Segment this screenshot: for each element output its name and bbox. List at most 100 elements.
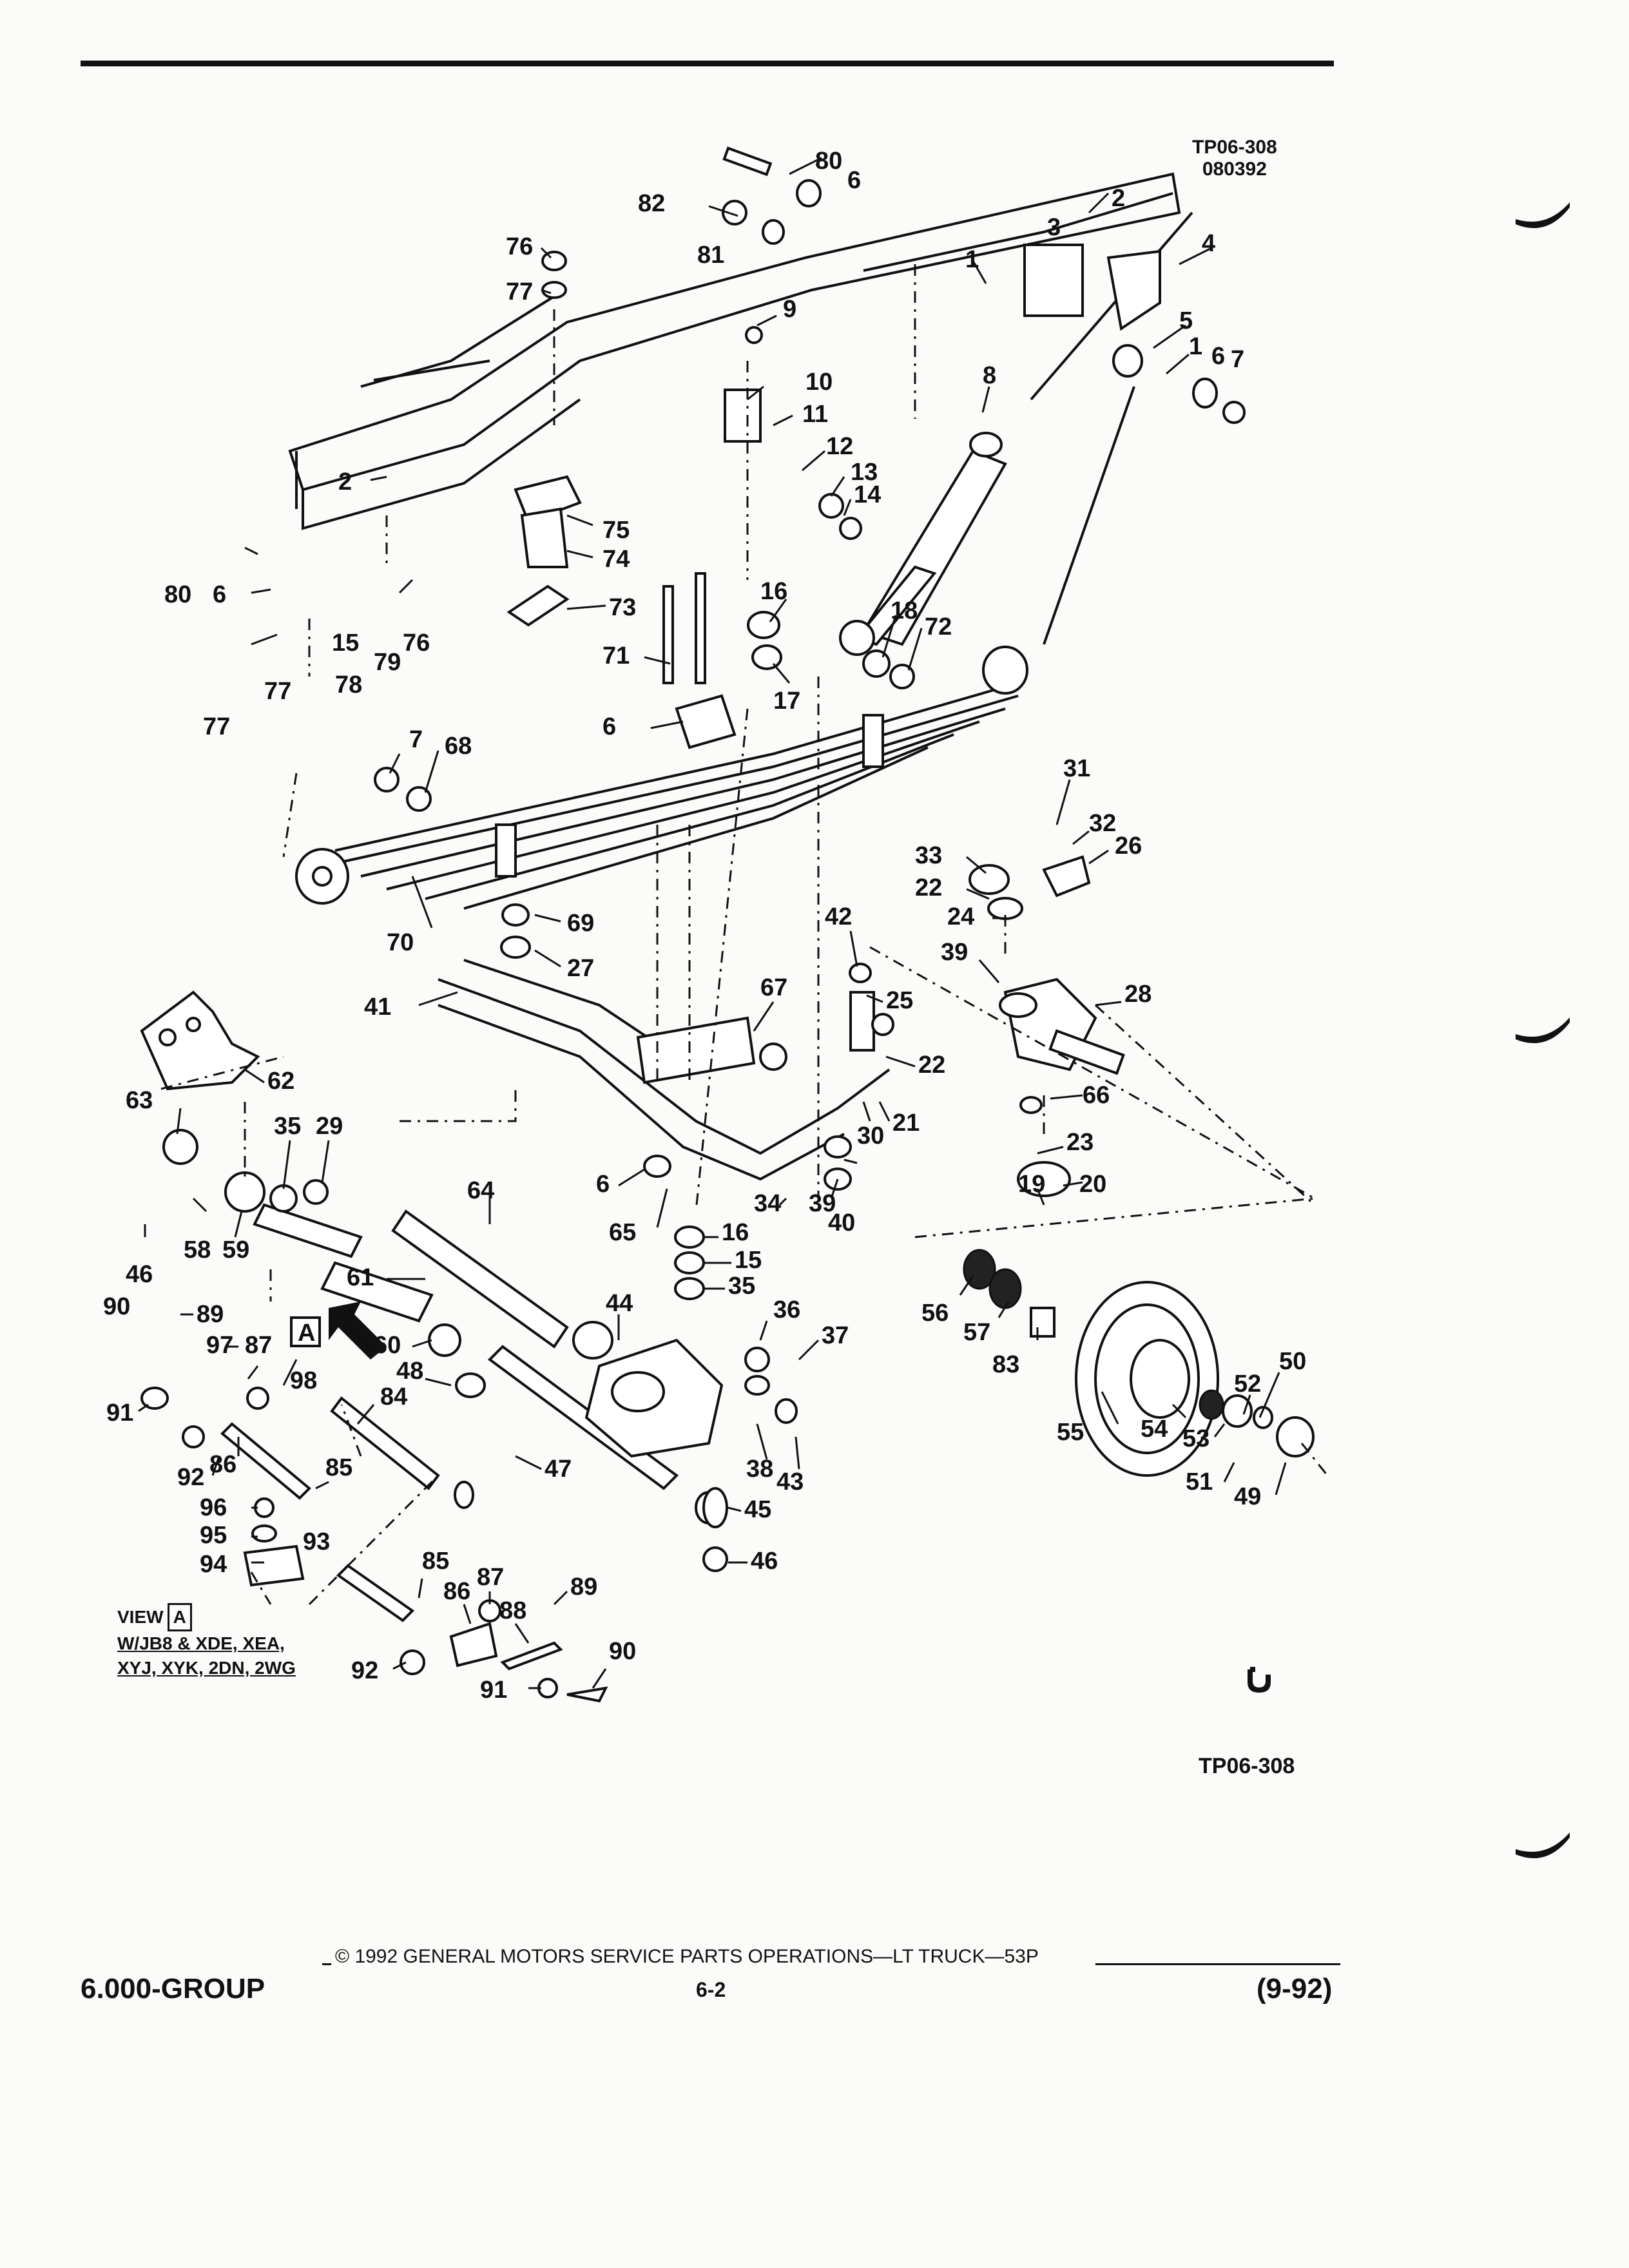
front-axle-beam	[438, 959, 891, 1181]
callout-label: 28	[1124, 981, 1152, 1008]
callout-label: 42	[825, 903, 852, 930]
drawing-ref-bottom: TP06-308	[1199, 1754, 1295, 1778]
callout-label: 39	[941, 939, 968, 966]
callout-label: 69	[567, 910, 594, 937]
footer-copyright: © 1992 GENERAL MOTORS SERVICE PARTS OPER…	[335, 1946, 1039, 1967]
callout-label: 80	[815, 148, 842, 175]
callout-label: 85	[325, 1454, 352, 1481]
callout-label: 39	[809, 1190, 836, 1217]
frame-bracket	[140, 990, 260, 1091]
view-a-title: VIEW	[117, 1607, 164, 1627]
callout-label: 52	[1234, 1370, 1261, 1398]
callout-label: 72	[925, 613, 952, 640]
callout-label: 46	[751, 1548, 778, 1575]
callout-label: 27	[567, 955, 594, 982]
callout-label: 57	[963, 1319, 990, 1346]
frame-rail	[288, 172, 1193, 645]
callout-label: 55	[1057, 1419, 1084, 1446]
callout-label: 34	[754, 1190, 781, 1217]
drawing-ref-line2: 080392	[1202, 159, 1267, 180]
callout-label: 18	[891, 597, 918, 624]
footer-date: (9-92)	[1257, 1973, 1333, 2004]
callout-label: 94	[200, 1551, 227, 1578]
callout-label: 32	[1089, 810, 1116, 837]
callout-label: 1	[1189, 333, 1202, 360]
callout-label: 58	[184, 1236, 211, 1264]
callout-label: 23	[1066, 1129, 1094, 1156]
callout-label: 66	[1083, 1082, 1110, 1109]
view-a-line3: XYJ, XYK, 2DN, 2WG	[117, 1658, 296, 1678]
callout-label: 6	[847, 167, 861, 194]
callout-label: 9	[783, 296, 796, 323]
callout-label: 61	[347, 1264, 374, 1291]
callout-label: 62	[267, 1068, 294, 1095]
leader-lines	[138, 157, 1287, 1689]
callout-label: 43	[776, 1468, 804, 1495]
callout-label: 64	[467, 1177, 494, 1204]
callout-label: 6	[213, 581, 226, 608]
callout-label: 88	[499, 1597, 526, 1624]
callout-label: 16	[760, 578, 787, 605]
callout-label: 60	[374, 1332, 401, 1359]
callout-label: 35	[274, 1113, 301, 1140]
callout-label: 76	[403, 629, 430, 657]
callout-label: 92	[177, 1464, 204, 1491]
callout-label: 24	[947, 903, 974, 930]
callout-label: 22	[915, 874, 942, 901]
callout-label: 84	[380, 1383, 407, 1410]
footer-rule-left	[322, 1963, 331, 1965]
callout-label: 26	[1115, 832, 1142, 860]
callout-label: 6	[596, 1171, 610, 1198]
callout-label: 82	[638, 190, 665, 217]
binder-hole-mark-3	[1516, 1832, 1570, 1859]
callout-label: 65	[609, 1219, 636, 1246]
callout-label: 92	[351, 1657, 378, 1684]
callout-label: 10	[805, 369, 833, 396]
gm-service-parts-logo-icon	[1248, 1667, 1271, 1693]
callout-label: 90	[609, 1638, 636, 1665]
header-rule	[81, 61, 1334, 66]
footer-page-number: 6-2	[696, 1978, 726, 2001]
callout-label: 79	[374, 649, 401, 676]
callout-label: 53	[1182, 1425, 1210, 1452]
callout-label: 35	[728, 1273, 755, 1300]
callout-label: 98	[290, 1367, 317, 1394]
callout-label: 45	[744, 1496, 771, 1523]
callout-label: 93	[303, 1528, 330, 1555]
callout-label: 74	[602, 546, 630, 573]
callout-label: 38	[746, 1456, 773, 1483]
callout-label: 40	[828, 1209, 855, 1236]
callout-label: 87	[477, 1564, 504, 1591]
callout-label: 59	[222, 1236, 249, 1264]
callout-label: 7	[1231, 346, 1244, 373]
callout-label: 75	[602, 517, 630, 544]
callout-label: 68	[445, 733, 472, 760]
callout-label: 2	[338, 468, 352, 495]
dashed-guides	[160, 264, 1329, 1606]
callout-label: 71	[602, 642, 630, 669]
callout-label: 95	[200, 1522, 227, 1549]
callout-label: 37	[822, 1322, 849, 1349]
callout-label: 81	[697, 242, 724, 269]
callout-label: 49	[1234, 1483, 1261, 1510]
callout-label: 22	[918, 1052, 945, 1079]
callout-label: 25	[886, 987, 913, 1014]
callout-label: 6	[602, 713, 616, 740]
callout-label: 89	[570, 1573, 597, 1600]
view-a-box: A	[167, 1603, 192, 1631]
steering-knuckle	[999, 977, 1125, 1075]
shock-absorber	[839, 432, 1007, 656]
callout-label: 44	[606, 1290, 633, 1317]
callout-label: 85	[422, 1548, 449, 1575]
callout-label: 11	[802, 401, 828, 428]
callout-label: 3	[1047, 214, 1061, 241]
callout-label: 50	[1279, 1348, 1306, 1375]
callout-label: 20	[1079, 1171, 1106, 1198]
callout-label: 7	[409, 726, 423, 753]
callout-label: 41	[364, 994, 391, 1021]
callout-label: 17	[773, 687, 800, 715]
view-a-line2: W/JB8 & XDE, XEA,	[117, 1633, 285, 1653]
